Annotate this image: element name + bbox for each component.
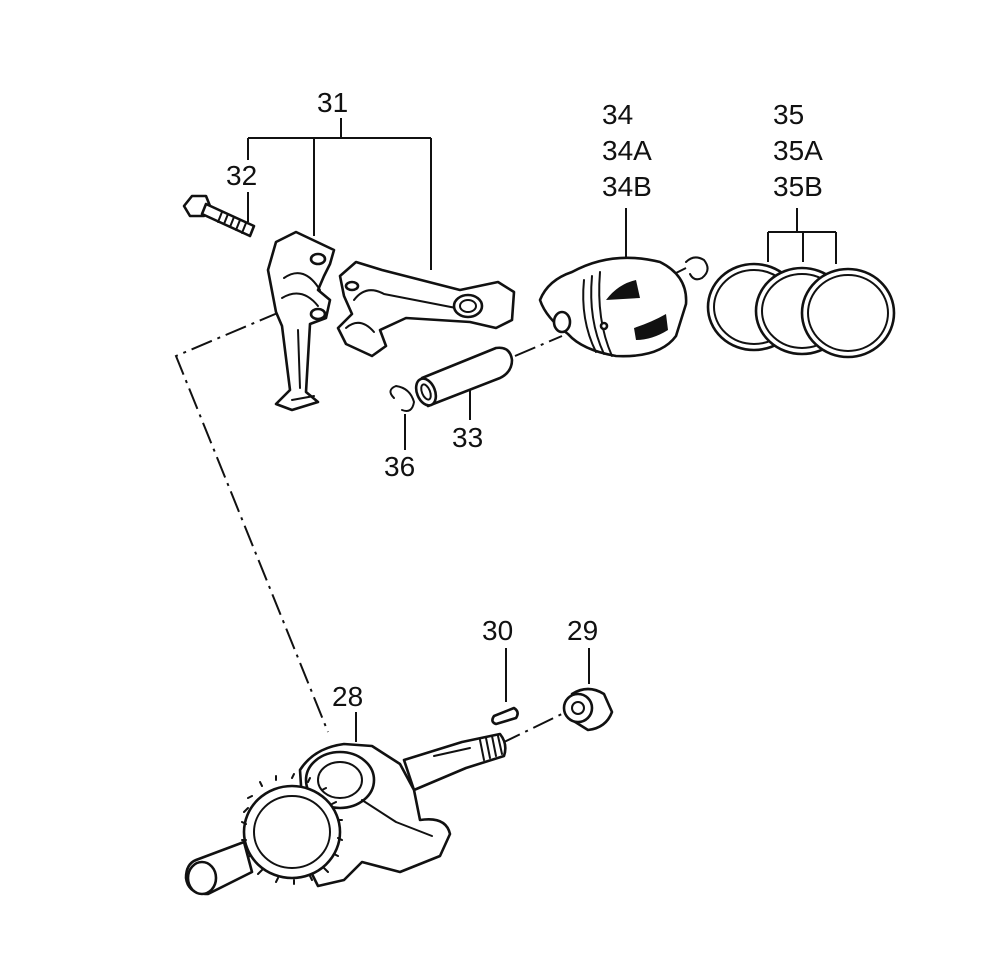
piston-ring-3 [800,267,896,359]
assembly-line-rod-to-crank [174,311,329,733]
callout-34a: 34A [602,135,652,166]
crankshaft [184,732,507,896]
piston-pin-clip [389,385,415,412]
woodruff-key [491,706,519,726]
assembly-line-collar-to-shaft [499,711,567,745]
piston-pin [414,346,514,408]
callout-36: 36 [384,451,415,482]
bracket-31 [247,118,432,270]
bracket-35 [767,208,837,264]
connecting-rod-bolt [182,194,256,238]
crankshaft-collar [562,687,614,732]
callout-34: 34 [602,99,633,130]
callout-35: 35 [773,99,804,130]
callout-35a: 35A [773,135,823,166]
callout-29: 29 [567,615,598,646]
callout-30: 30 [482,615,513,646]
callout-33: 33 [452,422,483,453]
callout-32: 32 [226,160,257,191]
callout-34b: 34B [602,171,652,202]
connecting-rod [336,260,516,358]
assembly-line-pin-to-piston [514,335,563,357]
piston-snap-clip [685,256,709,281]
callout-35b: 35B [773,171,823,202]
callout-31: 31 [317,87,348,118]
callout-28: 28 [332,681,363,712]
piston [538,256,688,358]
connecting-rod-cap [266,230,336,412]
